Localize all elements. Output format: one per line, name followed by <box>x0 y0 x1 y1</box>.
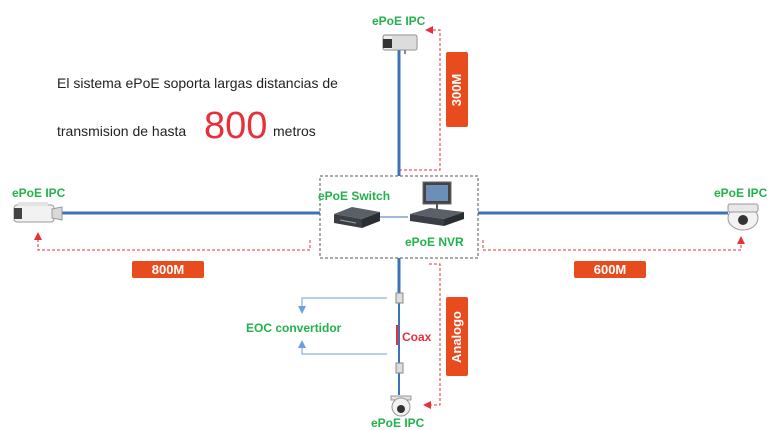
distance-arrow-bottom <box>423 263 441 409</box>
label-ipc-left: ePoE IPC <box>12 186 66 200</box>
nvr-icon <box>410 181 464 226</box>
badge-800m: 800M <box>132 261 204 278</box>
box-camera-icon <box>382 34 418 54</box>
eoc-arrow-bottom <box>298 340 387 355</box>
badge-300m: 300M <box>446 52 468 127</box>
distance-arrow-left <box>34 232 311 251</box>
svg-text:300M: 300M <box>449 74 464 107</box>
coax-connector-top-icon <box>395 292 404 304</box>
distance-arrow-right <box>482 236 745 251</box>
coax-connector-bottom-icon <box>395 362 404 374</box>
description-line2-prefix: transmision de hasta <box>57 123 186 139</box>
label-nvr: ePoE NVR <box>405 235 464 249</box>
description-line1: El sistema ePoE soporta largas distancia… <box>57 75 338 91</box>
label-switch: ePoE Switch <box>318 189 390 203</box>
description-line2-suffix: metros <box>273 123 316 139</box>
badge-600m: 600M <box>574 261 646 278</box>
svg-text:600M: 600M <box>594 262 627 277</box>
svg-text:Analogo: Analogo <box>449 311 464 363</box>
label-eoc: EOC convertidor <box>246 321 342 335</box>
label-ipc-top: ePoE IPC <box>372 14 426 28</box>
label-ipc-bottom: ePoE IPC <box>371 416 425 430</box>
network-switch-icon <box>334 207 380 228</box>
bullet-camera-icon <box>13 202 63 223</box>
svg-text:800M: 800M <box>152 262 185 277</box>
badge-analogo: Analogo <box>446 297 468 376</box>
eoc-arrow-top <box>298 297 387 314</box>
description-highlight: 800 <box>204 105 267 147</box>
distance-arrow-top <box>399 26 441 171</box>
dome-camera-icon <box>727 203 759 231</box>
label-ipc-right: ePoE IPC <box>714 186 767 200</box>
eyeball-camera-icon <box>390 395 412 417</box>
label-coax: Coax <box>402 330 432 344</box>
